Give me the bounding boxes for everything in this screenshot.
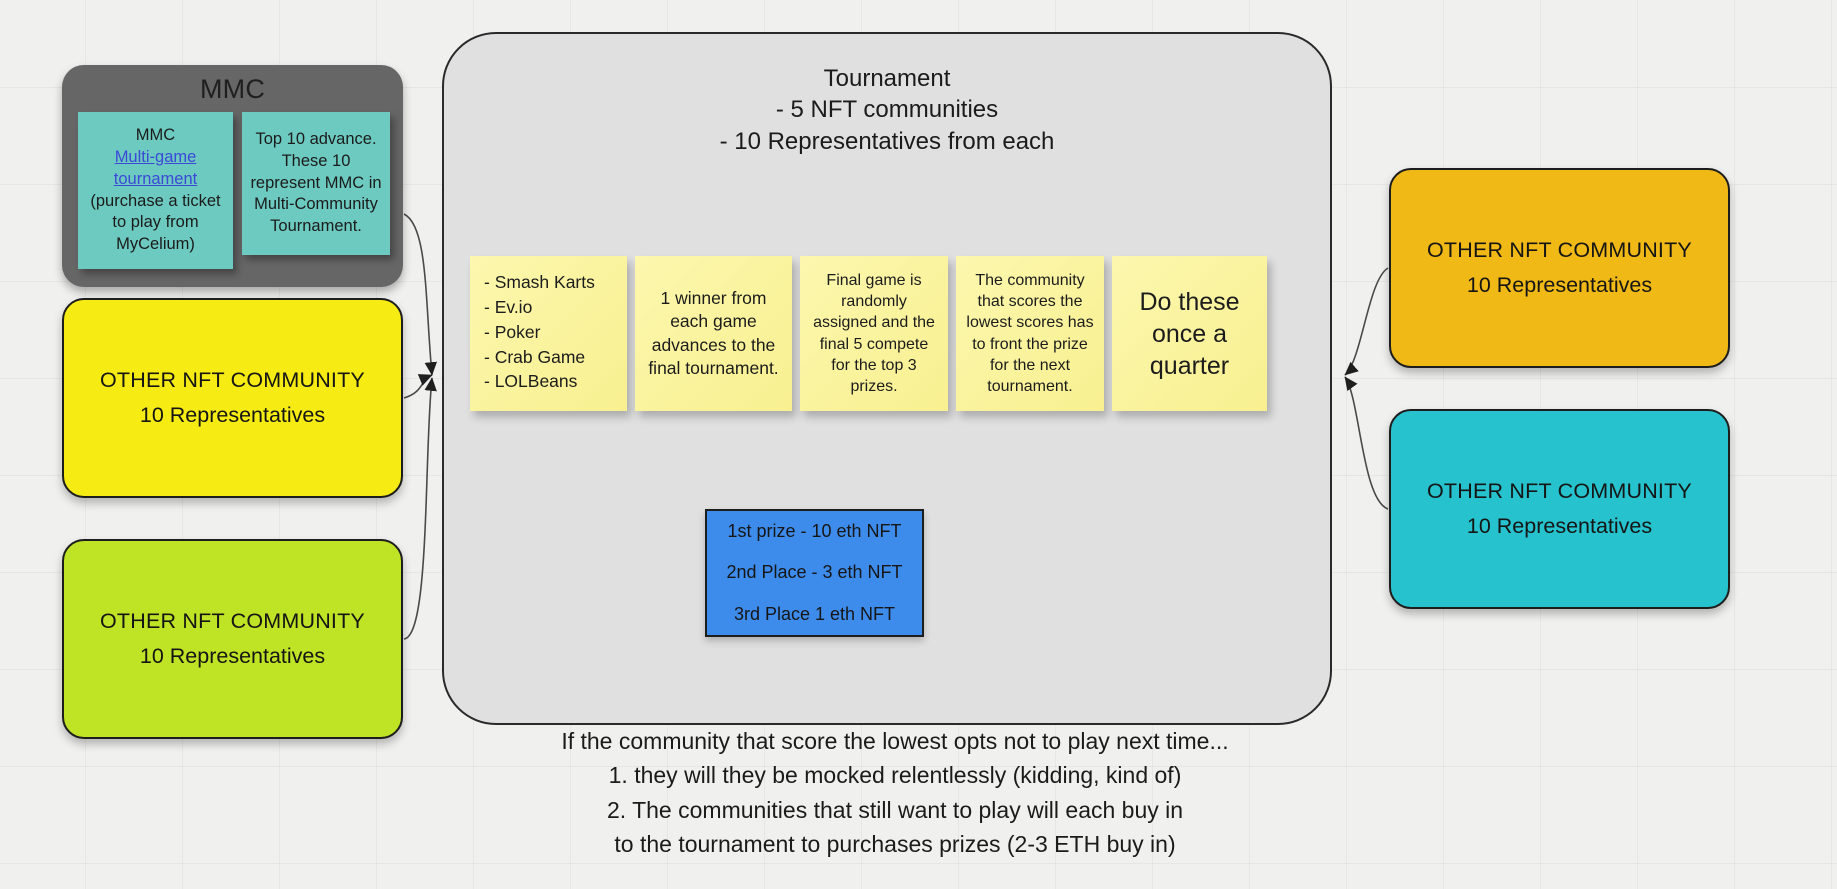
- community-orange-reps: 10 Representatives: [1466, 273, 1653, 297]
- multi-game-tournament-link[interactable]: Multi-game tournament: [113, 147, 198, 188]
- community-yellow-reps: 10 Representatives: [139, 403, 326, 427]
- tournament-heading-line2: - 5 NFT communities: [775, 96, 999, 124]
- edge-yellow-to-tournament: [403, 374, 433, 399]
- community-card-cyan[interactable]: OTHER NFT COMMUNITY 10 Representatives: [1389, 409, 1730, 609]
- prize-second: 2nd Place - 3 eth NFT: [726, 562, 903, 583]
- sticky-note-quarterly[interactable]: Do these once a quarter: [1112, 256, 1267, 411]
- edge-orange-to-tournament: [1344, 267, 1389, 376]
- sticky-note-lowest-score-text: The community that scores the lowest sco…: [966, 271, 1094, 396]
- mmc-group-title: MMC: [199, 74, 266, 104]
- sticky-note-games-text: - Smash Karts - Ev.io - Poker - Crab Gam…: [484, 272, 595, 392]
- community-orange-title: OTHER NFT COMMUNITY: [1427, 238, 1692, 262]
- tournament-heading-line1: Tournament: [823, 65, 951, 92]
- community-card-yellow[interactable]: OTHER NFT COMMUNITY 10 Representatives: [62, 298, 403, 498]
- mmc-note-multigame[interactable]: MMC Multi-game tournament (purchase a ti…: [78, 112, 233, 269]
- footer-line1: If the community that score the lowest o…: [561, 728, 1229, 754]
- footer-notes: If the community that score the lowest o…: [455, 727, 1335, 865]
- prize-third: 3rd Place 1 eth NFT: [733, 603, 896, 624]
- sticky-note-final-game-text: Final game is randomly assigned and the …: [813, 271, 935, 396]
- prize-first: 1st prize - 10 eth NFT: [727, 521, 902, 542]
- sticky-notes-row: - Smash Karts - Ev.io - Poker - Crab Gam…: [470, 256, 1267, 411]
- prize-box[interactable]: 1st prize - 10 eth NFT 2nd Place - 3 eth…: [705, 509, 924, 637]
- sticky-note-winner-advance[interactable]: 1 winner from each game advances to the …: [635, 256, 792, 411]
- community-cyan-reps: 10 Representatives: [1466, 514, 1653, 538]
- community-green-title: OTHER NFT COMMUNITY: [100, 609, 365, 633]
- community-card-green[interactable]: OTHER NFT COMMUNITY 10 Representatives: [62, 539, 403, 739]
- footer-line3: 2. The communities that still want to pl…: [606, 796, 1184, 823]
- tournament-heading: Tournament - 5 NFT communities - 10 Repr…: [444, 64, 1330, 158]
- sticky-note-quarterly-text: Do these once a quarter: [1139, 287, 1240, 380]
- sticky-note-games[interactable]: - Smash Karts - Ev.io - Poker - Crab Gam…: [470, 256, 627, 411]
- mmc-note-top10-text: Top 10 advance. These 10 represent MMC i…: [250, 130, 382, 236]
- sticky-note-lowest-score[interactable]: The community that scores the lowest sco…: [956, 256, 1104, 411]
- sticky-note-winner-advance-text: 1 winner from each game advances to the …: [648, 287, 779, 378]
- mmc-group[interactable]: MMC MMC Multi-game tournament (purchase …: [62, 65, 403, 287]
- mmc-note-top10[interactable]: Top 10 advance. These 10 represent MMC i…: [242, 112, 390, 255]
- edge-green-to-tournament: [403, 377, 437, 640]
- community-cyan-title: OTHER NFT COMMUNITY: [1427, 479, 1692, 503]
- community-card-orange[interactable]: OTHER NFT COMMUNITY 10 Representatives: [1389, 168, 1730, 368]
- tournament-heading-line3: - 10 Representatives from each: [719, 127, 1055, 155]
- footer-line2: 1. they will they be mocked relentlessly…: [608, 762, 1182, 789]
- tournament-panel[interactable]: Tournament - 5 NFT communities - 10 Repr…: [442, 32, 1332, 725]
- community-green-reps: 10 Representatives: [139, 644, 326, 668]
- mmc-note-line3: (purchase a ticket to play from MyCelium…: [90, 191, 221, 254]
- edge-mmc-to-tournament: [403, 213, 438, 376]
- edge-cyan-to-tournament: [1344, 376, 1389, 510]
- community-yellow-title: OTHER NFT COMMUNITY: [100, 368, 365, 392]
- footer-line4: to the tournament to purchases prizes (2…: [614, 831, 1176, 858]
- mmc-note-line1: MMC: [135, 126, 176, 145]
- sticky-note-final-game[interactable]: Final game is randomly assigned and the …: [800, 256, 948, 411]
